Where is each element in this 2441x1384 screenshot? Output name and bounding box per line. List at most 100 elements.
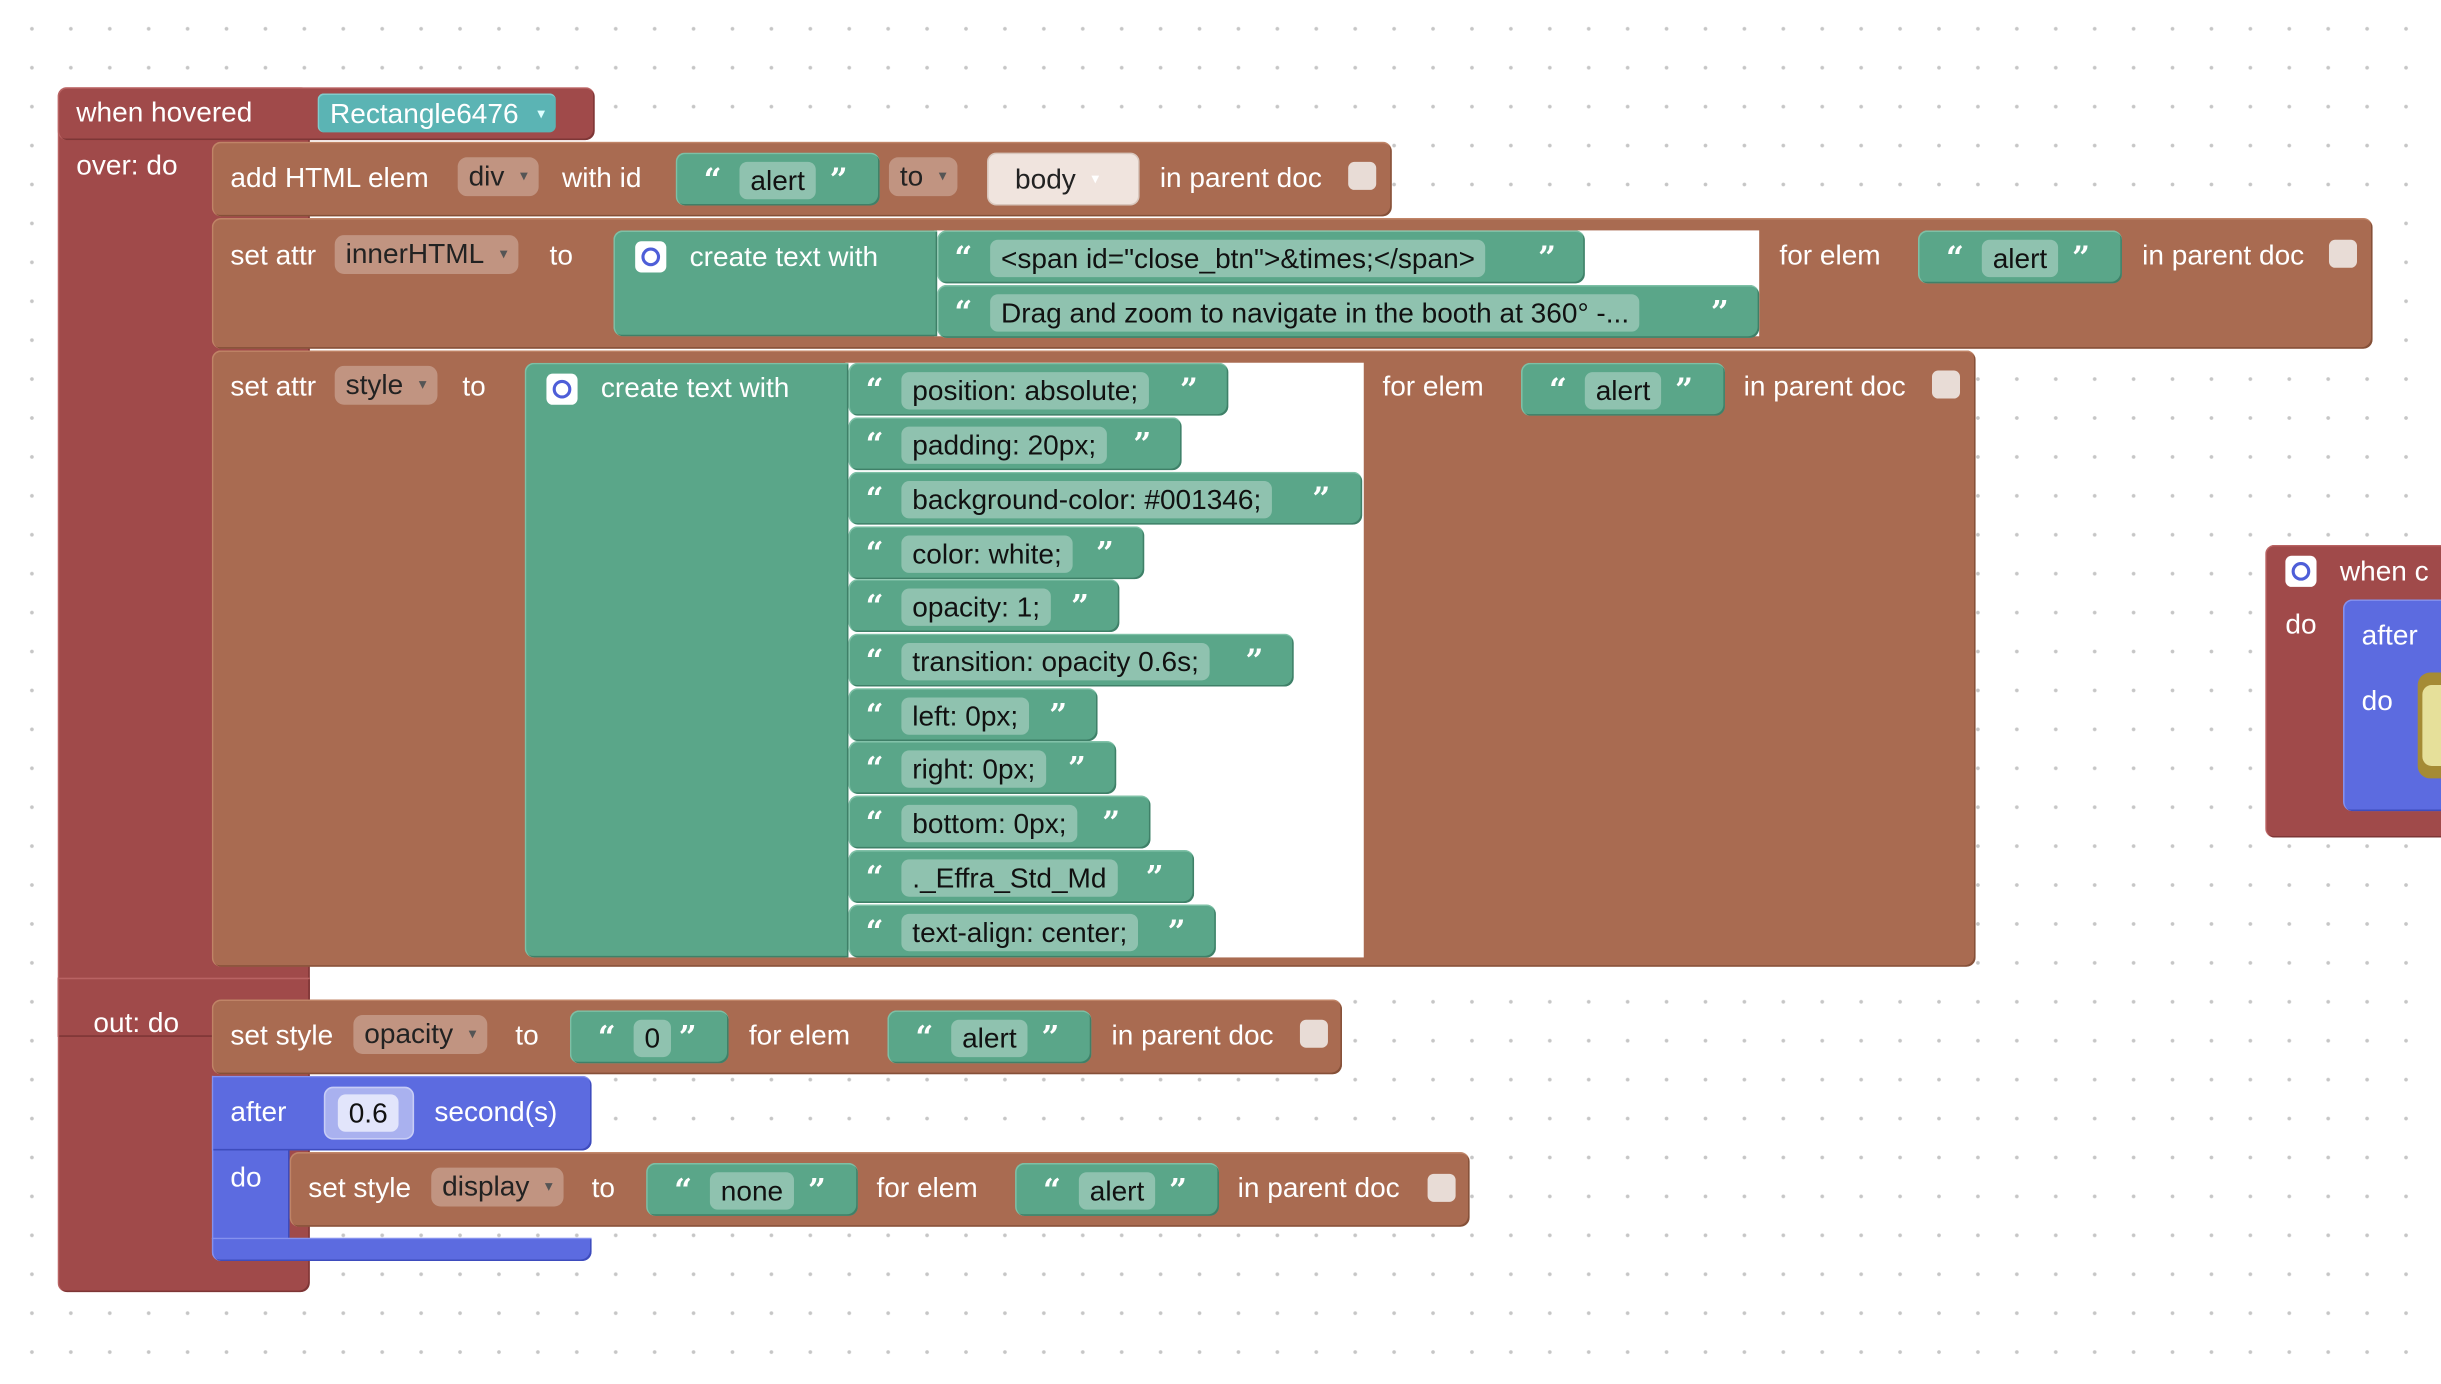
style-string-value[interactable]: background-color: #001346; [901,481,1273,519]
close-quote-icon: ” [1538,238,1557,276]
set-style-opacity-block[interactable] [211,999,1342,1075]
style-string-6[interactable]: “ transition: opacity 0.6s; ” [848,633,1294,687]
set-style-label: set style [230,1019,334,1051]
open-quote-icon: “ [865,586,884,625]
gear-icon[interactable] [635,241,667,273]
dropdown-arrow-icon: ▾ [468,1025,477,1044]
opacity-value[interactable]: 0 [633,1019,672,1058]
style-string-10[interactable]: “._Effra_Std_Md” [848,850,1195,903]
close-quote-icon: ” [1041,1018,1060,1056]
inner-string-2[interactable]: “ Drag and zoom to navigate in the booth… [937,284,1760,338]
component-dropdown[interactable]: Rectangle6476 ▾ [317,93,556,133]
style-string-11[interactable]: “text-align: center;” [848,904,1216,958]
for-elem-value[interactable]: alert [1981,239,2059,278]
create-text-label: create text with [689,241,879,273]
opacity-value-string[interactable]: “ 0 ” [569,1010,729,1064]
style-string-1[interactable]: “position: absolute;” [848,362,1229,416]
after-label: after [230,1095,287,1128]
component-name: Rectangle6476 [330,98,519,130]
style-string-2[interactable]: “padding: 20px;” [848,417,1182,471]
display-value-string[interactable]: “ none ” [646,1162,858,1216]
style-string-3[interactable]: “background-color: #001346;” [848,471,1363,525]
open-quote-icon: “ [703,160,722,198]
set-attr-label: set attr [230,370,317,402]
style-string-value[interactable]: right: 0px; [901,750,1047,788]
id-string-block[interactable]: “ alert ” [675,152,880,206]
inner-string-2-value[interactable]: Drag and zoom to navigate in the booth a… [990,294,1641,332]
for-elem-string-opacity[interactable]: “ alert ” [887,1010,1092,1064]
seconds-label: second(s) [434,1095,558,1128]
over-do-label: over: do [76,149,178,181]
attr-dropdown-style[interactable]: style ▾ [334,365,438,405]
checkbox-icon[interactable] [1348,161,1377,190]
id-string-value[interactable]: alert [739,161,816,200]
style-string-4[interactable]: “color: white;” [848,526,1145,580]
style-prop-dropdown-opacity[interactable]: opacity ▾ [353,1015,488,1054]
style-string-value[interactable]: padding: 20px; [901,426,1108,464]
style-string-5[interactable]: “opacity: 1;” [848,579,1120,633]
for-elem-label: for elem [1779,239,1881,271]
create-text-block-style[interactable] [524,362,849,958]
open-quote-icon: “ [865,479,884,517]
style-string-8[interactable]: “right: 0px;” [848,741,1117,794]
for-elem-string-style[interactable]: “ alert ” [1520,362,1725,416]
open-quote-icon: “ [865,533,884,572]
parent-dropdown[interactable]: body ▾ [1004,160,1110,199]
dropdown-arrow-icon: ▾ [544,1178,553,1196]
parent-block[interactable]: body ▾ [987,152,1140,206]
style-prop-dropdown-display[interactable]: display ▾ [431,1167,564,1207]
style-string-7[interactable]: “left: 0px;” [848,688,1098,742]
close-quote-icon: ” [1245,641,1264,679]
inner-block-highlight [2422,684,2441,766]
when-hovered-label: when hovered [76,96,253,128]
close-quote-icon: ” [1710,292,1729,331]
seconds-value[interactable]: 0.6 [337,1094,399,1132]
style-string-value[interactable]: text-align: center; [901,913,1139,952]
open-quote-icon: “ [865,803,884,841]
for-elem-label: for elem [876,1172,978,1204]
checkbox-icon[interactable] [1931,370,1961,399]
after-do-label: do [230,1161,262,1193]
seconds-number-block[interactable]: 0.6 [323,1086,415,1140]
do-label: do [2285,608,2317,640]
for-elem-value[interactable]: alert [951,1019,1028,1058]
after-block-footer [211,1237,592,1262]
style-string-9[interactable]: “bottom: 0px;” [848,795,1151,849]
with-id-label: with id [562,161,642,194]
checkbox-icon[interactable] [1299,1019,1328,1048]
for-elem-value[interactable]: alert [1078,1172,1156,1210]
for-elem-value[interactable]: alert [1584,372,1662,410]
tag-dropdown[interactable]: div ▾ [457,157,539,197]
style-string-value[interactable]: left: 0px; [901,697,1030,735]
for-elem-string-innerhtml[interactable]: “ alert ” [1917,230,2122,284]
close-quote-icon: ” [1169,1170,1188,1209]
create-text-block-innerhtml[interactable] [613,230,938,337]
style-prop-value: opacity [364,1018,454,1050]
inner-string-1[interactable]: “ <span id="close_btn">&times;</span> ” [937,230,1585,284]
position-dropdown[interactable]: to ▾ [888,157,958,197]
checkbox-icon[interactable] [1427,1173,1456,1202]
to-label: to [515,1019,539,1051]
attr-dropdown-innerhtml[interactable]: innerHTML ▾ [334,235,519,274]
for-elem-label: for elem [1382,370,1484,402]
in-parent-doc-label: in parent doc [1237,1172,1400,1204]
inner-string-1-value[interactable]: <span id="close_btn">&times;</span> [990,239,1486,278]
for-elem-string-display[interactable]: “ alert ” [1015,1162,1219,1216]
when-label: when c [2339,555,2429,587]
style-string-value[interactable]: color: white; [901,535,1073,573]
style-string-value[interactable]: ._Effra_Std_Md [901,859,1118,897]
set-style-display-block[interactable] [289,1152,1470,1227]
close-quote-icon: ” [1675,370,1694,408]
display-value[interactable]: none [709,1172,795,1210]
style-string-value[interactable]: opacity: 1; [901,588,1051,626]
gear-icon[interactable] [546,373,578,405]
style-string-value[interactable]: position: absolute; [901,372,1150,410]
gear-icon[interactable] [2285,555,2317,587]
open-quote-icon: “ [865,641,884,679]
style-string-value[interactable]: transition: opacity 0.6s; [901,642,1210,681]
style-string-value[interactable]: bottom: 0px; [901,804,1078,843]
checkbox-icon[interactable] [2328,239,2357,268]
open-quote-icon: “ [865,748,884,787]
dropdown-arrow-icon: ▾ [499,245,508,264]
